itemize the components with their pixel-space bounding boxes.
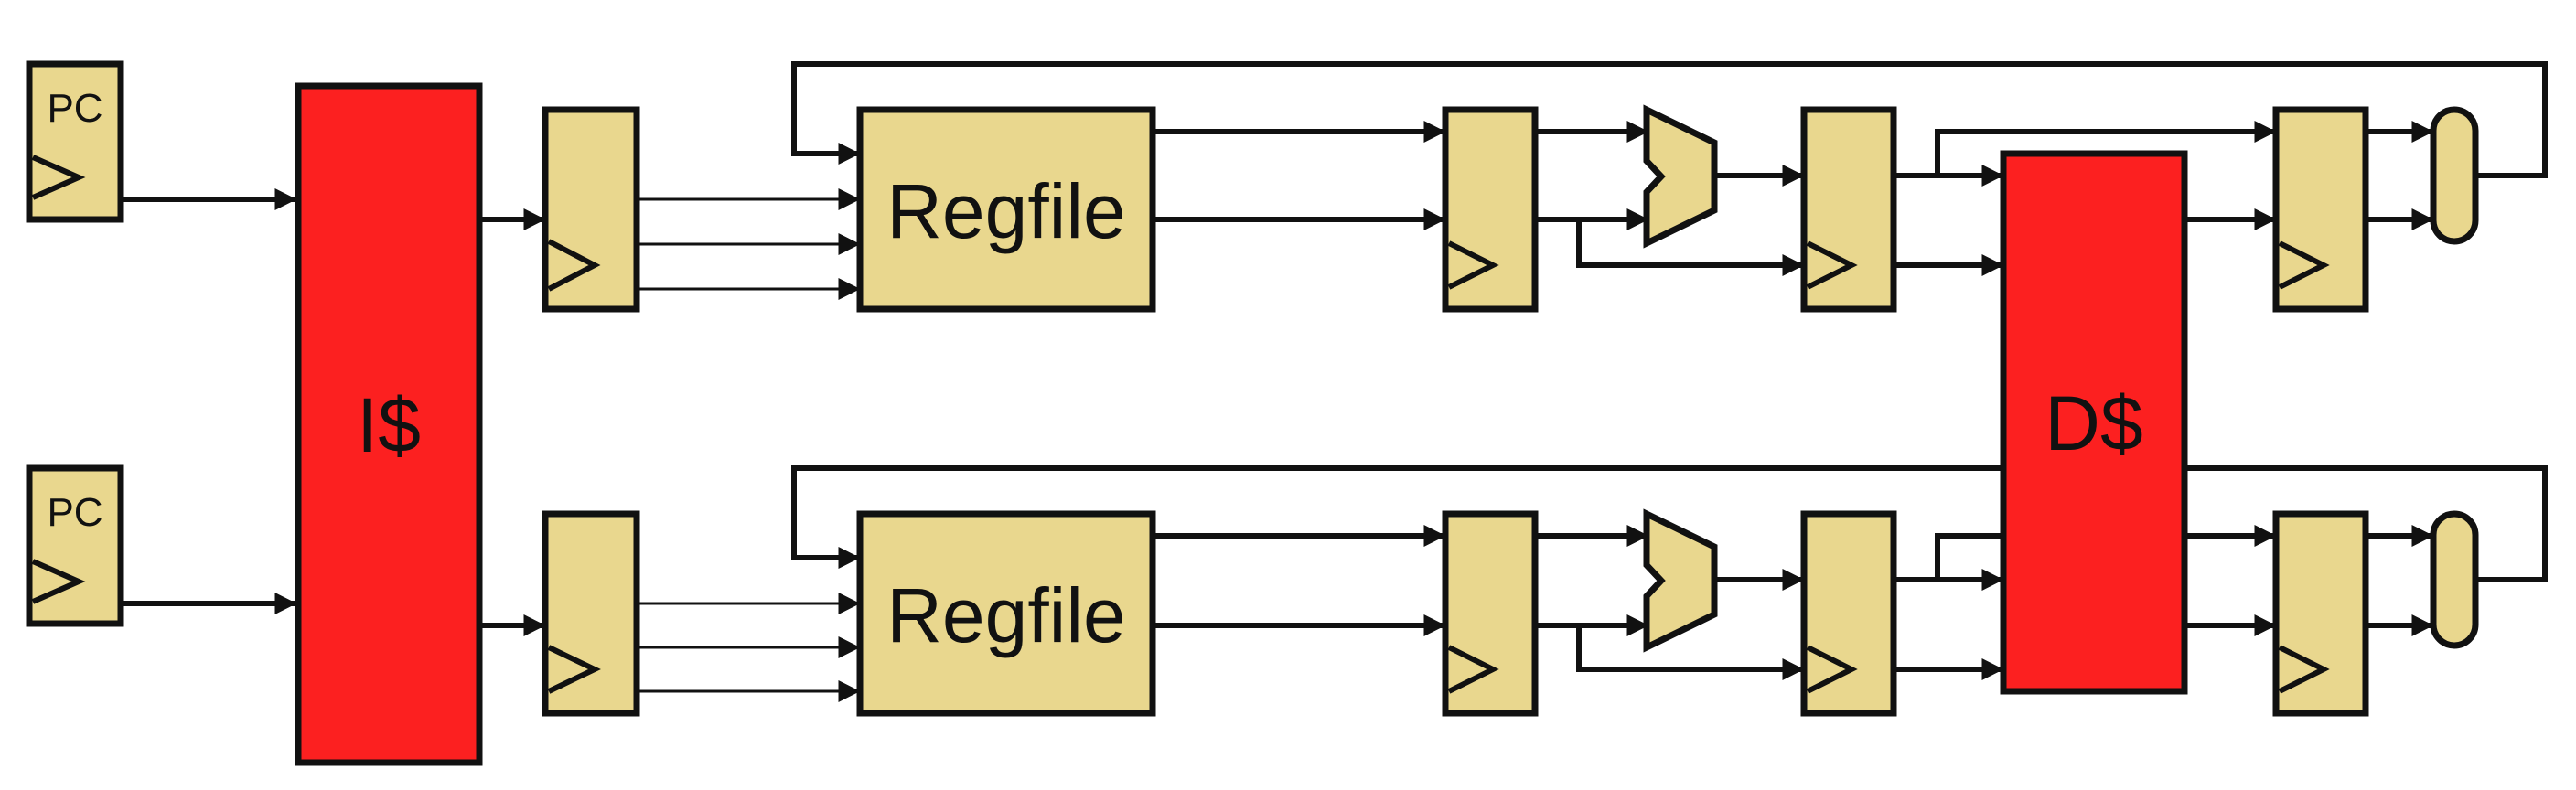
- writeback-loop-wire-top: [791, 61, 2548, 178]
- xm-latch-box-top: [1800, 106, 1897, 313]
- clock-triangle-icon: [1806, 645, 1858, 694]
- dx-bypass-to-xm-wire-bottom: [1576, 625, 1805, 680]
- writeback-mux-top: [2430, 106, 2479, 245]
- pc-label-top: PC: [47, 86, 102, 131]
- fetch-latch-top: [542, 106, 640, 313]
- writeback-mux-bottom: [2430, 510, 2479, 649]
- dx-latch-top: [1442, 106, 1539, 313]
- clock-triangle-icon: [31, 559, 86, 604]
- icache-box: [295, 82, 483, 766]
- alu-shape-top: [1643, 104, 1718, 249]
- clock-triangle-icon: [2278, 240, 2330, 290]
- alu-shape-bottom: [1643, 508, 1718, 653]
- xm-latch-box-bottom: [1800, 510, 1897, 717]
- dx-bypass-to-xm-wire-top: [1576, 219, 1805, 276]
- xm-to-mw-wire-top: [1935, 121, 2277, 176]
- clock-triangle-icon: [1447, 240, 1499, 290]
- wb-mux-shape-bottom: [2430, 510, 2479, 649]
- dx-latch-bottom: [1442, 510, 1539, 717]
- clock-triangle-icon: [1806, 240, 1858, 290]
- writeback-loop-wire-bottom: [791, 465, 2548, 582]
- clock-triangle-icon: [547, 645, 601, 694]
- instruction-cache: I$: [295, 82, 483, 766]
- top-pipeline-wires: [123, 61, 2548, 300]
- clock-triangle-icon: [547, 239, 601, 292]
- regfile-label-top: Regfile: [886, 168, 1125, 254]
- clock-triangle-icon: [2278, 645, 2330, 694]
- clock-triangle-icon: [31, 155, 86, 200]
- regfile-label-bottom: Regfile: [886, 572, 1125, 658]
- mw-latch-top: [2272, 106, 2369, 313]
- pc-register-top: PC: [26, 60, 124, 223]
- fd-latch-box-bottom: [542, 510, 640, 717]
- alu-bottom: [1643, 508, 1718, 653]
- pc-register-bottom: PC: [26, 464, 124, 627]
- dcache-box: [2000, 150, 2188, 695]
- regfile-box-bottom: [856, 510, 1156, 717]
- icache-label: I$: [357, 382, 421, 468]
- bottom-pipeline-wires: [123, 465, 2548, 702]
- fd-latch-box-top: [542, 106, 640, 313]
- regfile-bottom: Regfile: [856, 510, 1156, 717]
- data-cache: D$: [2000, 150, 2188, 695]
- regfile-top: Regfile: [856, 106, 1156, 313]
- alu-top: [1643, 104, 1718, 249]
- xm-latch-bottom: [1800, 510, 1897, 717]
- pc-label-bottom: PC: [47, 490, 102, 535]
- dcache-label: D$: [2045, 380, 2142, 466]
- regfile-box-top: [856, 106, 1156, 313]
- mw-latch-bottom: [2272, 510, 2369, 717]
- fetch-latch-bottom: [542, 510, 640, 717]
- xm-latch-top: [1800, 106, 1897, 313]
- dx-latch-box-top: [1442, 106, 1539, 313]
- mw-latch-box-bottom: [2272, 510, 2369, 717]
- clock-triangle-icon: [1447, 645, 1499, 694]
- dx-latch-box-bottom: [1442, 510, 1539, 717]
- wb-mux-shape-top: [2430, 106, 2479, 245]
- mw-latch-box-top: [2272, 106, 2369, 313]
